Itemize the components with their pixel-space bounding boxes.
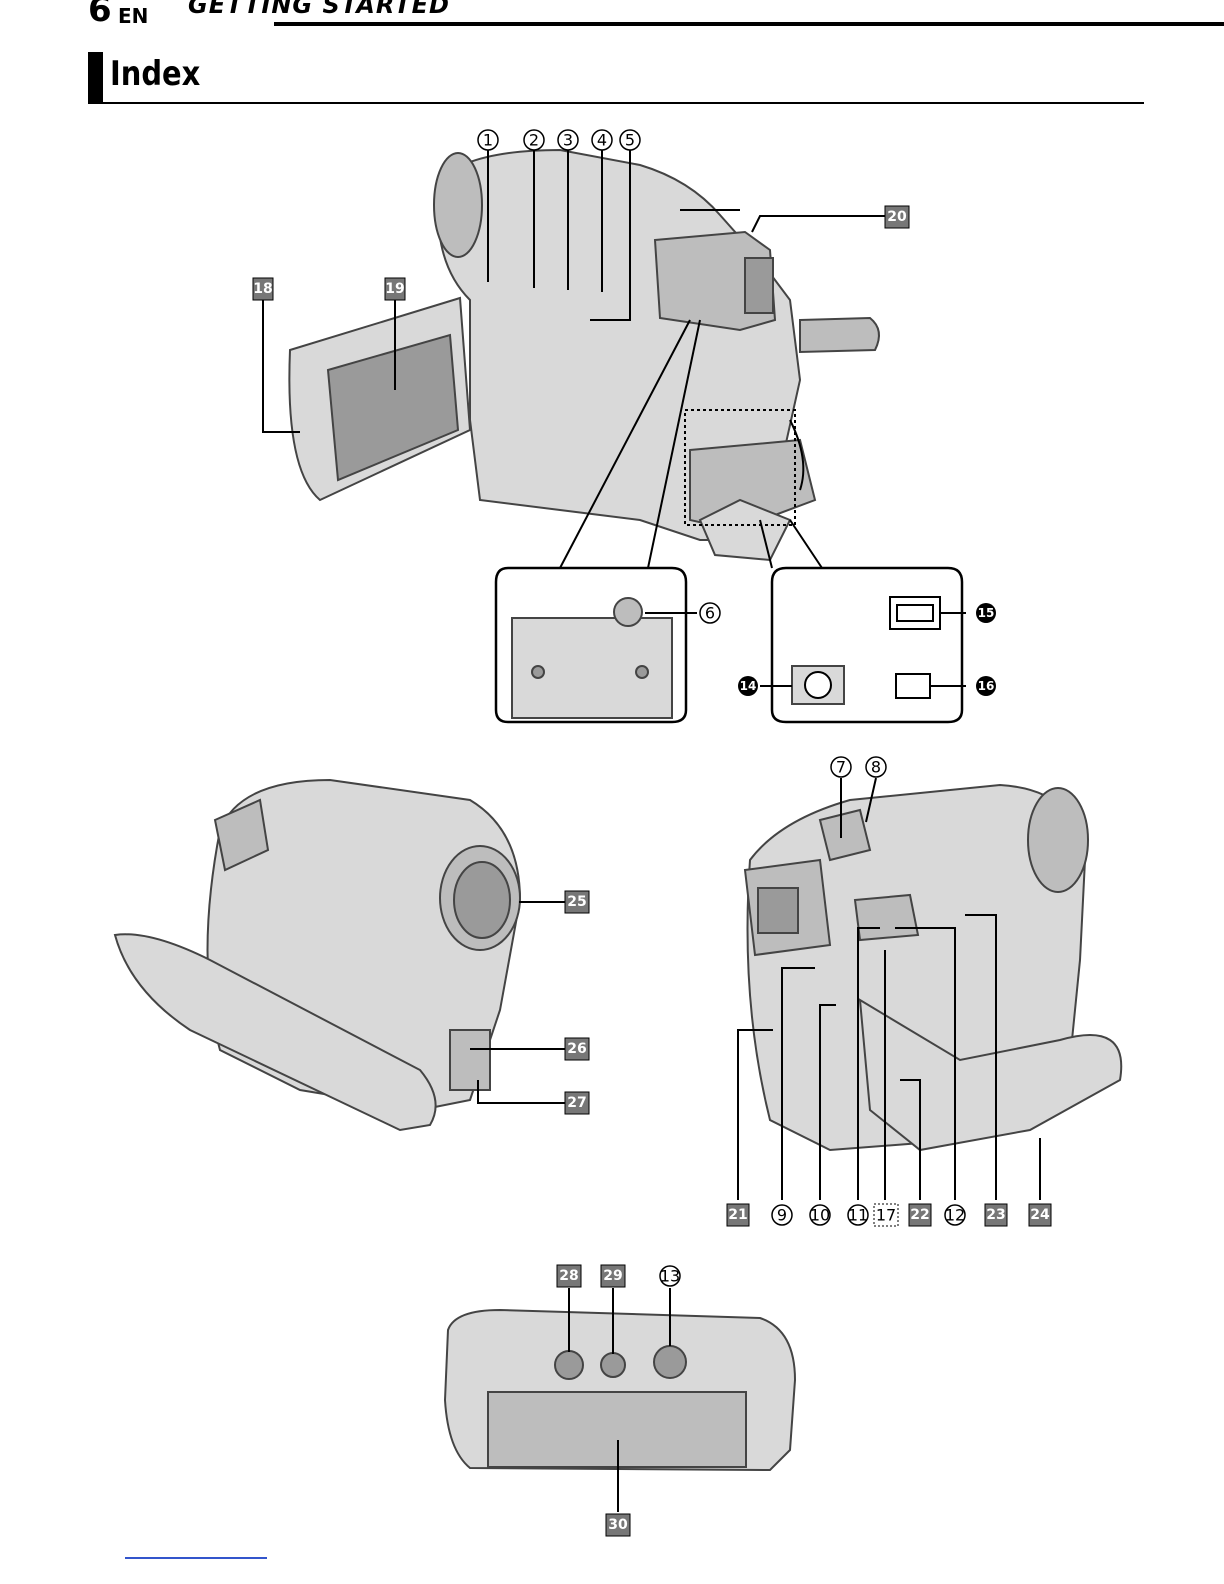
callout-7: 7	[831, 757, 851, 777]
svg-text:29: 29	[603, 1268, 622, 1284]
callout-10: 10	[810, 1205, 830, 1225]
callout-25: 25	[565, 891, 589, 913]
svg-text:5: 5	[625, 131, 635, 150]
callout-24: 24	[1029, 1204, 1051, 1226]
footer-link-underline	[125, 1557, 267, 1559]
svg-text:13: 13	[660, 1267, 680, 1286]
svg-text:19: 19	[385, 281, 404, 297]
callout-29: 29	[601, 1265, 625, 1287]
svg-text:12: 12	[945, 1206, 965, 1225]
callout-4: 4	[592, 130, 612, 150]
svg-text:28: 28	[559, 1268, 578, 1284]
callout-3: 3	[558, 130, 578, 150]
callout-19: 19	[385, 278, 405, 300]
svg-text:11: 11	[848, 1206, 868, 1225]
svg-text:16: 16	[978, 679, 995, 693]
svg-text:6: 6	[705, 604, 715, 623]
svg-text:22: 22	[910, 1207, 929, 1223]
callout-26: 26	[565, 1038, 589, 1060]
svg-text:21: 21	[728, 1207, 747, 1223]
callout-5: 5	[620, 130, 640, 150]
callout-1: 1	[478, 130, 498, 150]
callout-27: 27	[565, 1092, 589, 1114]
callout-22: 22	[909, 1204, 931, 1226]
svg-text:23: 23	[986, 1207, 1005, 1223]
svg-text:20: 20	[887, 209, 907, 225]
svg-text:4: 4	[597, 131, 607, 150]
callout-30: 30	[606, 1514, 630, 1536]
callout-11: 11	[848, 1205, 868, 1225]
callout-28: 28	[557, 1265, 581, 1287]
callout-9: 9	[772, 1205, 792, 1225]
svg-text:3: 3	[563, 131, 573, 150]
callout-15: 15	[976, 603, 996, 623]
svg-text:8: 8	[871, 758, 881, 777]
svg-text:1: 1	[483, 131, 493, 150]
camcorder-rear-view	[289, 150, 879, 560]
svg-text:15: 15	[978, 606, 995, 620]
svg-text:17: 17	[876, 1206, 896, 1225]
inset-connector-detail	[760, 520, 966, 722]
callout-23: 23	[985, 1204, 1007, 1226]
callout-2: 2	[524, 130, 544, 150]
svg-text:9: 9	[777, 1206, 787, 1225]
svg-text:30: 30	[608, 1517, 628, 1533]
svg-text:2: 2	[529, 131, 539, 150]
svg-text:25: 25	[567, 894, 586, 910]
svg-text:27: 27	[567, 1095, 586, 1111]
callout-16: 16	[976, 676, 996, 696]
svg-text:26: 26	[567, 1041, 586, 1057]
callout-14: 14	[738, 676, 758, 696]
svg-text:10: 10	[810, 1206, 830, 1225]
callout-13: 13	[660, 1266, 680, 1286]
svg-text:24: 24	[1030, 1207, 1050, 1223]
camcorder-side-view	[738, 778, 1121, 1200]
callout-18: 18	[253, 278, 273, 300]
callout-8: 8	[866, 757, 886, 777]
svg-text:18: 18	[253, 281, 272, 297]
camcorder-bottom-view	[445, 1288, 795, 1512]
callout-12: 12	[945, 1205, 965, 1225]
svg-text:14: 14	[740, 679, 757, 693]
callout-17: 17	[874, 1204, 898, 1226]
callout-21: 21	[727, 1204, 749, 1226]
callout-6: 6	[700, 603, 720, 623]
camcorder-front-view	[115, 780, 565, 1130]
svg-text:7: 7	[836, 758, 846, 777]
callout-20: 20	[885, 206, 909, 228]
